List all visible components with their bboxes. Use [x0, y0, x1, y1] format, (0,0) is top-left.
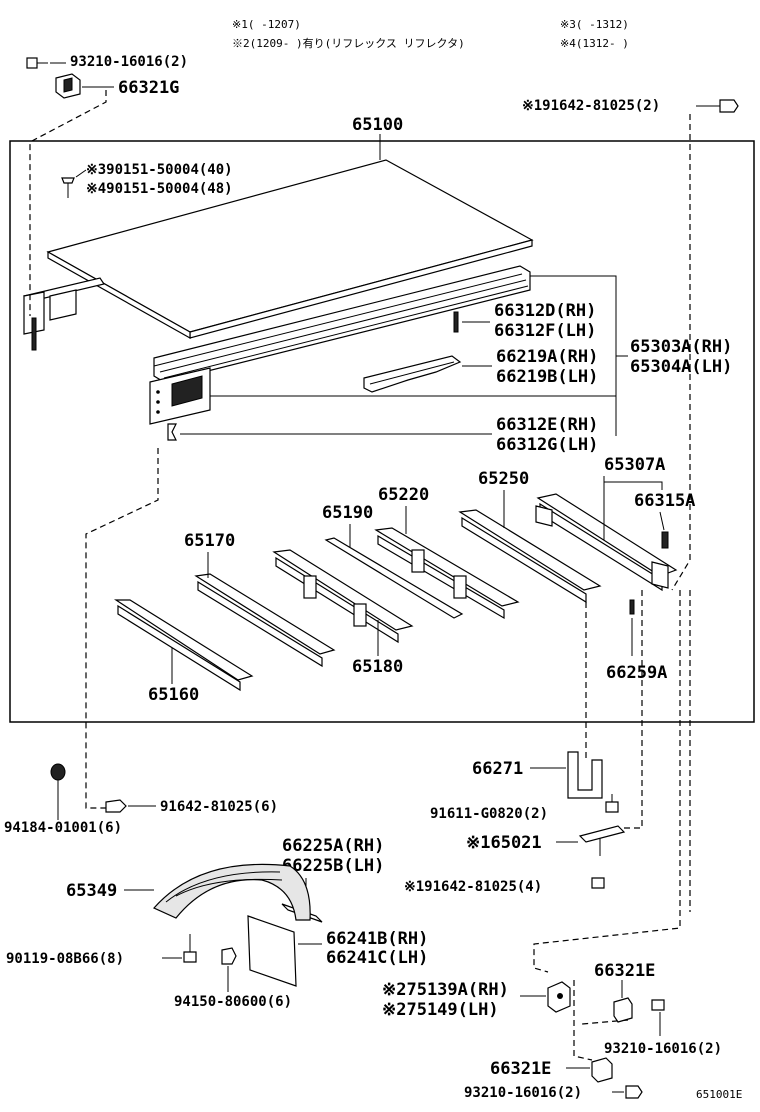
label-66312E: 66312E(RH): [496, 415, 598, 435]
label-91611: 91611-G0820(2): [430, 806, 548, 822]
bolt-90119[interactable]: [183, 934, 197, 963]
bracket-66321E-upper[interactable]: [613, 997, 633, 1023]
reflector-75139A[interactable]: [547, 981, 571, 1013]
label-65021: ※165021: [466, 833, 542, 853]
bolt-191642-4[interactable]: [591, 877, 605, 889]
label-65100: 65100: [352, 115, 403, 135]
label-66271: 66271: [472, 759, 523, 779]
label-65303A: 65303A(RH): [630, 337, 732, 357]
crossmember-65160[interactable]: [113, 599, 254, 692]
label-90151-4: ※490151-50004(48): [86, 181, 233, 197]
label-94184: 94184-01001(6): [4, 820, 122, 836]
note-4: ※4(1312- ): [560, 37, 629, 50]
bolt-93210-lower[interactable]: [625, 1085, 643, 1099]
end-rail-left[interactable]: [23, 277, 105, 351]
bolt-93210-top[interactable]: [26, 57, 48, 69]
label-65307A: 65307A: [604, 455, 665, 475]
label-90119: 90119-08B66(8): [6, 951, 124, 967]
label-191642-4: ※191642-81025(4): [404, 879, 542, 895]
label-75149: ※275149(LH): [382, 1000, 499, 1020]
bolt-93210-upper[interactable]: [651, 999, 665, 1011]
bolt-91611[interactable]: [605, 794, 619, 813]
note-2: ※2(1209- )有り(リフレックス リフレクタ): [232, 36, 465, 50]
fender-65349[interactable]: [153, 863, 311, 921]
label-66225A: 66225A(RH): [282, 836, 384, 856]
note-3: ※3( -1312): [560, 18, 629, 31]
label-65304A: 65304A(LH): [630, 357, 732, 377]
bolt-91642[interactable]: [105, 799, 127, 813]
label-65250: 65250: [478, 469, 529, 489]
label-94150: 94150-80600(6): [174, 994, 292, 1010]
bracket-66219A[interactable]: [363, 355, 462, 393]
label-66321E-upper: 66321E: [594, 961, 655, 981]
label-66312D: 66312D(RH): [494, 301, 596, 321]
label-65180: 65180: [352, 657, 403, 677]
plug-94184[interactable]: [50, 763, 66, 781]
label-93210-b: 93210-16016(2): [604, 1041, 722, 1057]
label-66241B: 66241B(RH): [326, 929, 428, 949]
label-66219B: 66219B(LH): [496, 367, 598, 387]
deck-board[interactable]: [46, 159, 534, 340]
side-rail[interactable]: [149, 265, 531, 425]
label-66225B: 66225B(LH): [282, 856, 384, 876]
label-191642-top: ※191642-81025(2): [522, 98, 660, 114]
crossmember-65190[interactable]: [324, 537, 464, 619]
label-66241C: 66241C(LH): [326, 948, 428, 968]
label-91642-6: 91642-81025(6): [160, 799, 278, 815]
label-66312G: 66312G(LH): [496, 435, 598, 455]
ubracket-66271[interactable]: [567, 751, 603, 799]
bracket-66321G[interactable]: [55, 73, 81, 99]
bracket-65021[interactable]: [578, 825, 626, 856]
label-66259A: 66259A: [606, 663, 667, 683]
label-66321G: 66321G: [118, 78, 179, 98]
label-66315A: 66315A: [634, 491, 695, 511]
label-93210-top: 93210-16016(2): [70, 54, 188, 70]
pin-66315A[interactable]: [661, 531, 669, 549]
rear-member-65307A[interactable]: [535, 493, 678, 592]
label-75139A: ※275139A(RH): [382, 980, 509, 1000]
label-65160: 65160: [148, 685, 199, 705]
bracket-66321E-lower[interactable]: [591, 1057, 613, 1083]
note-1: ※1( -1207): [232, 18, 301, 31]
pin-66312D[interactable]: [453, 311, 459, 333]
nut-94150[interactable]: [221, 947, 237, 965]
label-66321E-lower: 66321E: [490, 1059, 551, 1079]
label-66312F: 66312F(LH): [494, 321, 596, 341]
crossmember-65220[interactable]: [374, 527, 520, 620]
crossmember-65170[interactable]: [194, 573, 336, 668]
label-65220: 65220: [378, 485, 429, 505]
label-65170: 65170: [184, 531, 235, 551]
label-65349: 65349: [66, 881, 117, 901]
label-90151-3: ※390151-50004(40): [86, 162, 233, 178]
screw-90151[interactable]: [61, 177, 75, 198]
bolt-191642-top[interactable]: [696, 99, 739, 113]
pin-66259A[interactable]: [629, 599, 635, 615]
label-66219A: 66219A(RH): [496, 347, 598, 367]
label-93210-c: 93210-16016(2): [464, 1085, 582, 1101]
hook-66312E[interactable]: [167, 423, 177, 441]
assembly-box-65100: [9, 140, 755, 723]
crossmember-65180[interactable]: [272, 549, 414, 644]
mudflap-66241B[interactable]: [247, 915, 297, 987]
label-65190: 65190: [322, 503, 373, 523]
figure-code: 651001E: [696, 1088, 742, 1101]
